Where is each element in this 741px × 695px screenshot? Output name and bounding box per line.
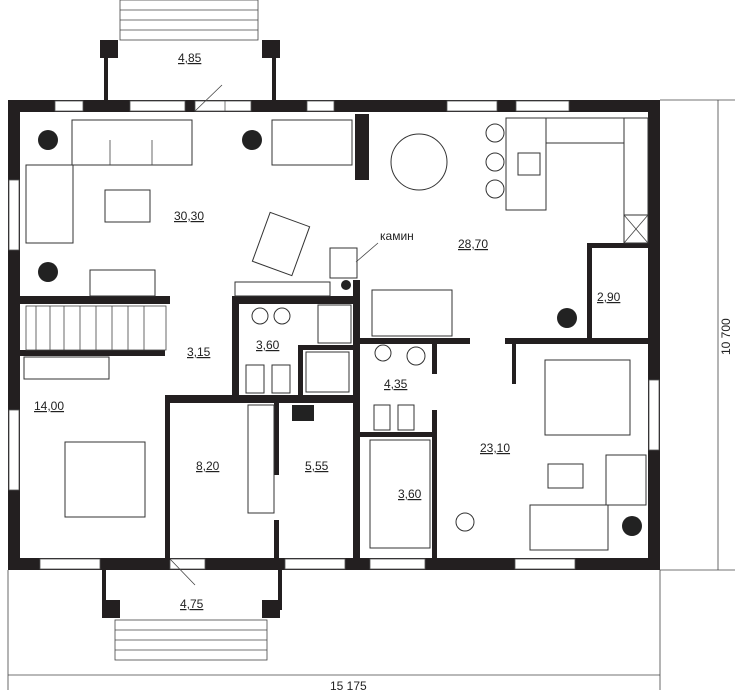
toilet	[245, 364, 265, 394]
pillar	[262, 600, 280, 618]
room-area-living: 30,30	[174, 209, 204, 223]
wardrobe-rail	[369, 439, 431, 549]
room-area-kitchen: 28,70	[458, 237, 488, 251]
wardrobe-rail	[23, 356, 110, 380]
bar-chairs	[485, 123, 505, 199]
room-area-porch-bottom: 4,75	[180, 597, 204, 611]
armchair	[251, 211, 311, 277]
exterior-walls	[8, 84, 660, 586]
room-area-dressing-left: 8,20	[196, 459, 220, 473]
room-area-closet: 2,90	[597, 290, 621, 304]
room-area-porch-top: 4,85	[178, 51, 202, 65]
staircase	[25, 305, 167, 351]
wardrobe-rail	[247, 404, 275, 514]
room-area-bedroom-left: 14,00	[34, 399, 64, 413]
table	[547, 463, 584, 489]
sink	[273, 307, 291, 325]
bed-left	[64, 441, 146, 518]
pillar	[100, 40, 118, 58]
shower	[305, 351, 350, 393]
interior-walls	[20, 114, 650, 560]
room-area-bath-left: 3,60	[256, 338, 280, 352]
furniture	[23, 117, 649, 551]
sofa	[71, 119, 193, 166]
fireplace-icon	[341, 280, 351, 290]
sofa	[371, 289, 453, 337]
plant-icons	[38, 130, 642, 536]
room-area-boiler: 5,55	[305, 459, 329, 473]
sink	[406, 346, 426, 366]
bottom-porch	[102, 570, 282, 661]
fireplace	[329, 247, 358, 279]
sink	[374, 344, 392, 362]
sofa	[25, 164, 74, 244]
room-area-bedroom-right: 23,10	[480, 441, 510, 455]
shower	[317, 304, 352, 344]
coffee-table	[104, 189, 151, 223]
top-porch	[100, 0, 280, 100]
kitchen-counter	[545, 117, 625, 144]
pillar	[102, 600, 120, 618]
sink	[251, 307, 269, 325]
dimension-lines	[7, 99, 735, 690]
sofa	[271, 119, 353, 166]
fireplace-label: камин	[380, 229, 414, 243]
cooktop	[517, 152, 541, 176]
armchair	[605, 454, 647, 506]
boiler	[292, 405, 314, 421]
sofa	[529, 504, 609, 551]
bed-right	[544, 359, 631, 436]
room-area-hall: 3,15	[187, 345, 211, 359]
dimension-height: 10 700	[719, 318, 733, 355]
room-area-bath-right: 4,35	[384, 377, 408, 391]
bidet	[271, 364, 291, 394]
pillar	[262, 40, 280, 58]
chair	[455, 512, 475, 532]
room-area-dressing-right: 3,60	[398, 487, 422, 501]
bidet	[397, 404, 415, 431]
dimension-width: 15 175	[330, 679, 367, 693]
toilet	[373, 404, 391, 431]
tv-stand	[89, 269, 156, 297]
